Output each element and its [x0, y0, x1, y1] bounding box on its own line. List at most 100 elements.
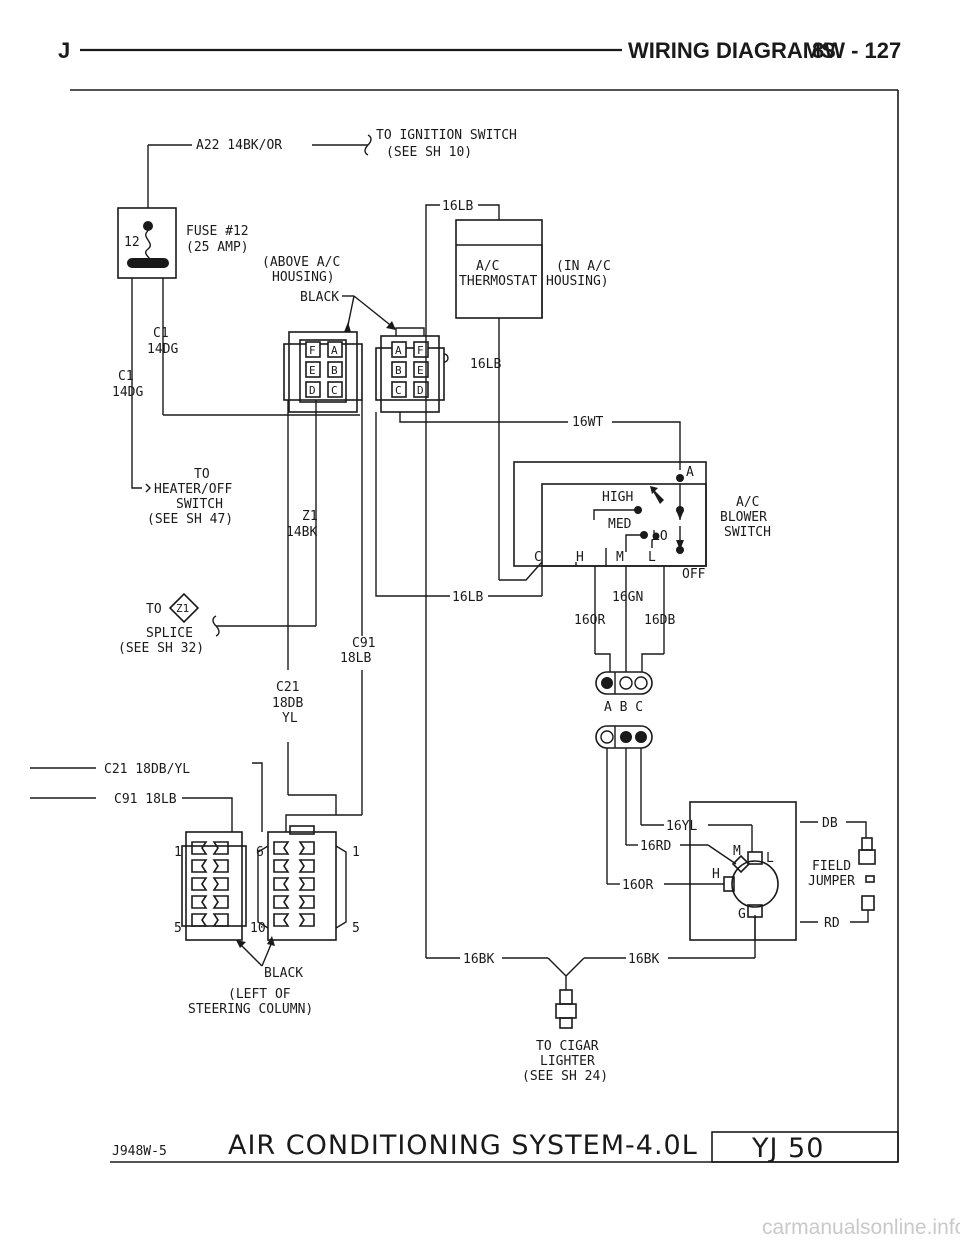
blower-motor: 16YL 16RD 16OR M L H G DB FIELD JUMPER R… — [606, 748, 876, 941]
wire-16or-motor: 16OR — [622, 878, 653, 893]
wire-16wt: 16WT — [572, 415, 603, 430]
pin-c-right: C — [395, 384, 402, 397]
wire-c1a-label: C1 — [153, 326, 169, 341]
connector-cavity — [191, 913, 208, 927]
heater-switch-ref: (SEE SH 47) — [147, 512, 233, 527]
pin-5-right: 5 — [352, 921, 360, 936]
pin-e-right: E — [417, 364, 424, 377]
cigar-connector-icon — [559, 989, 573, 1005]
connector-cavity — [191, 859, 208, 873]
wire-z1-gauge: 14BK — [286, 525, 317, 540]
connector-right-12pin — [267, 831, 337, 941]
splice-z1: Z1 — [176, 602, 189, 615]
pin-1-left: 1 — [174, 845, 182, 860]
wire-db: DB — [822, 816, 838, 831]
fuse-number: 12 — [124, 235, 140, 250]
wire-c1b-label: C1 — [118, 369, 134, 384]
pin-d-left: D — [309, 384, 316, 397]
wire-c91-gauge: 18LB — [340, 651, 371, 666]
pin-c-left: C — [331, 384, 338, 397]
splice-diamond-icon — [168, 592, 200, 624]
connector-cavity — [273, 895, 290, 909]
connector-cavity — [212, 841, 229, 855]
wire-z1: Z1 — [302, 509, 318, 524]
pin-f-left: F — [309, 344, 316, 357]
wire-16gn: 16GN — [612, 590, 643, 605]
steering-column-connectors: C21 18DB/YL C91 18LB 1 6 1 5 10 5 — [30, 762, 360, 941]
header-section: WIRING DIAGRAMS — [628, 38, 836, 63]
ac-thermostat: 16LB A/C THERMOSTAT (IN A/C HOUSING) 16L… — [399, 199, 681, 580]
connector-left-12pin — [185, 831, 243, 941]
field-jumper-label-2: JUMPER — [808, 874, 855, 889]
wire-16bk-a: 16BK — [463, 952, 494, 967]
pin-e-left: E — [309, 364, 316, 377]
wire-c21: C21 — [276, 680, 299, 695]
connector-cavity — [191, 841, 208, 855]
diagram-title: AIR CONDITIONING SYSTEM-4.0L — [228, 1130, 698, 1161]
switch-pin-a: A — [686, 465, 694, 480]
wire-c1a-gauge: 14DG — [147, 342, 178, 357]
pin-10: 10 — [250, 921, 266, 936]
connector-cavities — [191, 841, 315, 927]
abc-connector-top — [595, 671, 653, 695]
cigar-label-3: (SEE SH 24) — [522, 1069, 608, 1084]
connector-cavity — [273, 913, 290, 927]
diagram-code: J948W-5 — [112, 1144, 167, 1159]
pin-5-left: 5 — [174, 921, 182, 936]
abc-pin-labels: A B C — [604, 700, 643, 715]
pin-a-right: A — [395, 344, 402, 357]
pin-6: 6 — [256, 845, 264, 860]
fuse-label: FUSE #12 — [186, 224, 249, 239]
wire-a22-label: A22 14BK/OR — [196, 138, 282, 153]
cigar-label-1: TO CIGAR — [536, 1039, 599, 1054]
switch-pin-l: L — [648, 550, 656, 565]
connector-cavity — [273, 841, 290, 855]
pin-1-right: 1 — [352, 845, 360, 860]
wire-16db: 16DB — [644, 613, 675, 628]
heater-switch-to: TO — [194, 467, 210, 482]
wire-c91-full: C91 18LB — [114, 792, 177, 807]
wire-rd: RD — [824, 916, 840, 931]
blower-label-2: BLOWER — [720, 510, 767, 525]
model-box — [711, 1131, 899, 1163]
header-left: J — [58, 38, 70, 63]
header-page-number: 8W - 127 — [812, 38, 901, 63]
abc-connector-bottom — [595, 725, 653, 749]
wire-c21-color: YL — [282, 711, 298, 726]
heater-switch-word: SWITCH — [176, 497, 223, 512]
pin-b-right: B — [395, 364, 402, 377]
wire-16or: 16OR — [574, 613, 605, 628]
watermark: carmanualsonline.info — [762, 1216, 960, 1239]
wire-16yl: 16YL — [666, 819, 697, 834]
connector-left — [288, 331, 358, 413]
switch-pin-h: H — [576, 550, 584, 565]
above-housing-label: (ABOVE A/C — [262, 255, 340, 270]
connector-cavity — [273, 859, 290, 873]
heater-switch-name: HEATER/OFF — [154, 482, 232, 497]
connector-cavity — [212, 859, 229, 873]
blower-label-1: A/C — [736, 495, 759, 510]
connector-cavity — [191, 877, 208, 891]
motor-pin-h: H — [712, 867, 720, 882]
switch-off: OFF — [682, 567, 706, 582]
wire-c91: C91 — [352, 636, 375, 651]
thermostat-label-2: THERMOSTAT — [459, 274, 537, 289]
pin-b-left: B — [331, 364, 338, 377]
connector-cavity — [212, 895, 229, 909]
wire-c21-full: C21 18DB/YL — [104, 762, 190, 777]
ignition-switch-label: TO IGNITION SWITCH — [376, 128, 517, 143]
blower-label-3: SWITCH — [724, 525, 771, 540]
bottom-connector-labels: BLACK (LEFT OF STEERING COLUMN) — [188, 936, 313, 1017]
middle-wires: Z1 14BK TO Z1 SPLICE (SEE SH 32) C21 18D… — [118, 400, 756, 1084]
wire-16lb-mid: 16LB — [470, 357, 501, 372]
cigar-label-2: LIGHTER — [540, 1054, 595, 1069]
motor-pin-g: G — [738, 907, 746, 922]
switch-pin-m: M — [616, 550, 624, 565]
steering-label-2: STEERING COLUMN) — [188, 1002, 313, 1017]
pin-a-left: A — [331, 344, 338, 357]
splice-to: TO — [146, 602, 162, 617]
connector-cavity — [298, 913, 315, 927]
wire-16rd: 16RD — [640, 839, 671, 854]
switch-med: MED — [608, 517, 632, 532]
in-housing-label-1: (IN A/C — [556, 259, 611, 274]
